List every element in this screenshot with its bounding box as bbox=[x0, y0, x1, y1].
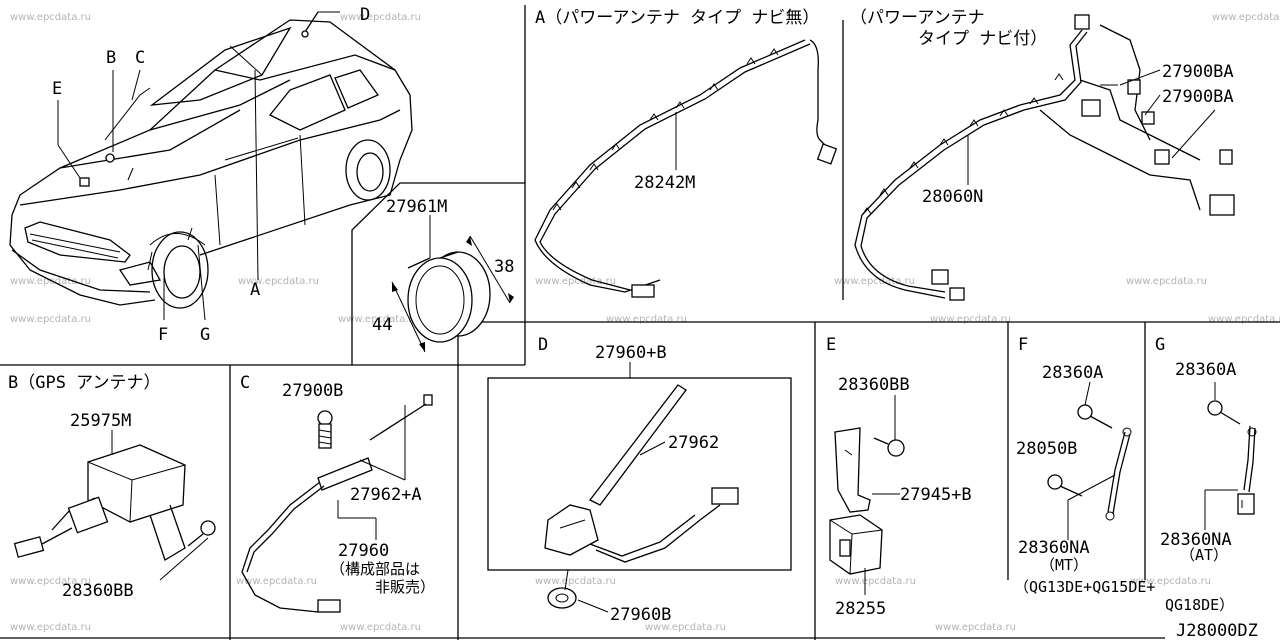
part-number-28060n: 28060N bbox=[922, 187, 983, 207]
watermark: www.epcdata.ru bbox=[935, 622, 1016, 633]
engine-applicability-1: （QG13DE+QG15DE+ bbox=[1014, 578, 1155, 596]
dimension-height: 38 bbox=[494, 257, 514, 277]
watermark: www.epcdata.ru bbox=[338, 314, 419, 325]
panel-b-gps: B（GPS アンテナ） 25975M 28360BB bbox=[8, 373, 216, 601]
part-number-27960-b: 27960+B bbox=[595, 343, 667, 363]
panel-e-title: E bbox=[826, 335, 836, 355]
watermark: www.epcdata.ru bbox=[1212, 12, 1280, 23]
vehicle-overview: D B C E A F G bbox=[9, 5, 413, 345]
part-number-27961m: 27961M bbox=[386, 197, 447, 217]
watermark: www.epcdata.ru bbox=[1130, 576, 1211, 587]
panel-a-navi-title-2: タイプ ナビ付） bbox=[918, 29, 1047, 49]
panel-c-title: C bbox=[240, 373, 250, 393]
antenna-pad-detail: 27961M 38 44 bbox=[372, 197, 514, 353]
panel-e: E 28360BB 27945+B 28255 bbox=[826, 335, 972, 619]
dimension-width: 44 bbox=[372, 315, 392, 335]
watermark: www.epcdata.ru bbox=[10, 314, 91, 325]
watermark: www.epcdata.ru bbox=[535, 276, 616, 287]
panel-d-title: D bbox=[538, 335, 548, 355]
part-number-27900ba-1: 27900BA bbox=[1162, 62, 1234, 82]
part-number-28255: 28255 bbox=[835, 599, 886, 619]
panel-a-harness: A（パワーアンテナ タイプ ナビ無） 28242M bbox=[534, 8, 838, 298]
watermark: www.epcdata.ru bbox=[236, 576, 317, 587]
panel-g: G 28360A 28360NA （AT） bbox=[1155, 335, 1257, 564]
panel-b-title: B（GPS アンテナ） bbox=[8, 373, 161, 393]
panel-f: F 28360A 28050B 28360NA （MT） （QG13DE+QG1… bbox=[1014, 335, 1234, 614]
view-label-e: E bbox=[52, 79, 62, 99]
panel-a-navi-title-1: （パワーアンテナ bbox=[850, 8, 985, 28]
part-number-28360bb: 28360BB bbox=[62, 581, 134, 601]
part-number-25975m: 25975M bbox=[70, 411, 131, 431]
watermark: www.epcdata.ru bbox=[535, 576, 616, 587]
note-not-sold-2: 非販売） bbox=[375, 578, 435, 596]
watermark: www.epcdata.ru bbox=[238, 276, 319, 287]
panel-a-navi-harness: （パワーアンテナ タイプ ナビ付） 28060N 27900BA 27900BA bbox=[850, 8, 1235, 301]
panel-frames bbox=[0, 5, 1280, 640]
watermark: www.epcdata.ru bbox=[1126, 276, 1207, 287]
diagram-code: J28000DZ bbox=[1176, 621, 1258, 640]
watermark: www.epcdata.ru bbox=[834, 276, 915, 287]
part-number-28050b: 28050B bbox=[1016, 439, 1077, 459]
part-number-27900b: 27900B bbox=[282, 381, 343, 401]
part-number-28360a-f: 28360A bbox=[1042, 363, 1103, 383]
watermark: www.epcdata.ru bbox=[340, 12, 421, 23]
part-number-28360bb-e: 28360BB bbox=[838, 375, 910, 395]
watermark: www.epcdata.ru bbox=[10, 576, 91, 587]
note-not-sold-1: （構成部品は bbox=[330, 560, 420, 578]
watermark: www.epcdata.ru bbox=[930, 314, 1011, 325]
watermark-layer: www.epcdata.ru www.epcdata.ru www.epcdat… bbox=[10, 12, 1280, 633]
view-label-c: C bbox=[135, 48, 145, 68]
view-label-d: D bbox=[360, 5, 370, 25]
panel-g-title: G bbox=[1155, 335, 1165, 355]
watermark: www.epcdata.ru bbox=[606, 314, 687, 325]
watermark: www.epcdata.ru bbox=[340, 622, 421, 633]
panel-f-title: F bbox=[1018, 335, 1028, 355]
part-number-28360na-g: 28360NA bbox=[1160, 530, 1232, 550]
view-label-g: G bbox=[200, 325, 210, 345]
engine-applicability-2: QG18DE） bbox=[1165, 596, 1234, 614]
watermark: www.epcdata.ru bbox=[10, 12, 91, 23]
panel-a-title: A（パワーアンテナ タイプ ナビ無） bbox=[535, 8, 819, 28]
part-number-27945-b: 27945+B bbox=[900, 485, 972, 505]
watermark: www.epcdata.ru bbox=[10, 276, 91, 287]
variant-mt: （MT） bbox=[1040, 556, 1088, 574]
part-number-27900ba-2: 27900BA bbox=[1162, 87, 1234, 107]
part-number-28360a-g: 28360A bbox=[1175, 360, 1236, 380]
part-number-28360na-f: 28360NA bbox=[1018, 538, 1090, 558]
variant-at: （AT） bbox=[1180, 546, 1228, 564]
part-number-27962: 27962 bbox=[668, 433, 719, 453]
part-number-27960: 27960 bbox=[338, 541, 389, 561]
view-label-b: B bbox=[106, 48, 116, 68]
part-number-28242m: 28242M bbox=[634, 173, 695, 193]
part-number-27960b: 27960B bbox=[610, 605, 671, 625]
watermark: www.epcdata.ru bbox=[1208, 314, 1280, 325]
view-label-f: F bbox=[158, 325, 168, 345]
watermark: www.epcdata.ru bbox=[645, 622, 726, 633]
part-number-27962-a: 27962+A bbox=[350, 485, 422, 505]
watermark: www.epcdata.ru bbox=[10, 622, 91, 633]
panel-d: D 27960+B 27962 27960B bbox=[487, 335, 792, 625]
panel-c: C 27900B 27962+A 27960 （構成部品は 非販売） bbox=[240, 373, 435, 613]
watermark: www.epcdata.ru bbox=[835, 576, 916, 587]
view-label-a: A bbox=[250, 280, 260, 300]
